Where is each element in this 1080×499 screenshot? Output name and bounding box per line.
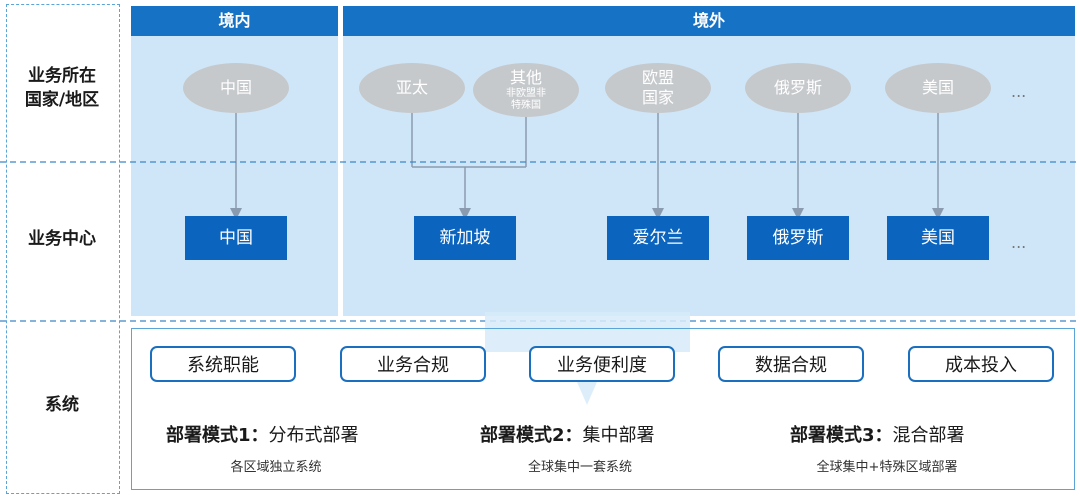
factor-convenience: 业务便利度 (529, 346, 675, 382)
mode-3: 部署模式3：混合部署 (790, 425, 965, 446)
mode-2-desc: 全球集中一套系统 (527, 460, 632, 475)
row-label-center: 业务中心 (28, 229, 96, 249)
overseas-panel (343, 6, 1075, 316)
factor-cost: 成本投入 (908, 346, 1054, 382)
country-more: ... (1011, 82, 1027, 101)
country-russia: 俄罗斯 (745, 63, 851, 113)
country-eu: 欧盟 国家 (605, 63, 711, 113)
header-domestic: 境内 (131, 6, 338, 36)
center-singapore: 新加坡 (414, 216, 516, 260)
country-china: 中国 (183, 63, 289, 113)
system-panel (131, 328, 1075, 490)
mode-1: 部署模式1：分布式部署 (166, 425, 359, 446)
factor-data-compliance: 数据合规 (718, 346, 864, 382)
mode-1-desc: 各区域独立系统 (230, 460, 322, 475)
center-china: 中国 (185, 216, 287, 260)
center-ireland: 爱尔兰 (607, 216, 709, 260)
row-label-frame (6, 4, 120, 494)
domestic-panel (131, 6, 338, 316)
mode-2: 部署模式2：集中部署 (480, 425, 655, 446)
row-label-country: 业务所在 国家/地区 (24, 66, 100, 110)
header-overseas: 境外 (343, 6, 1075, 36)
center-russia: 俄罗斯 (747, 216, 849, 260)
country-apac: 亚太 (359, 63, 465, 113)
center-more: ... (1011, 233, 1027, 252)
center-usa: 美国 (887, 216, 989, 260)
row-label-system: 系统 (45, 395, 79, 415)
factor-compliance: 业务合规 (340, 346, 486, 382)
factor-function: 系统职能 (150, 346, 296, 382)
mode-3-desc: 全球集中+特殊区域部署 (816, 460, 958, 475)
country-usa: 美国 (885, 63, 991, 113)
country-other: 其他 非欧盟非 特殊国 (473, 63, 579, 117)
